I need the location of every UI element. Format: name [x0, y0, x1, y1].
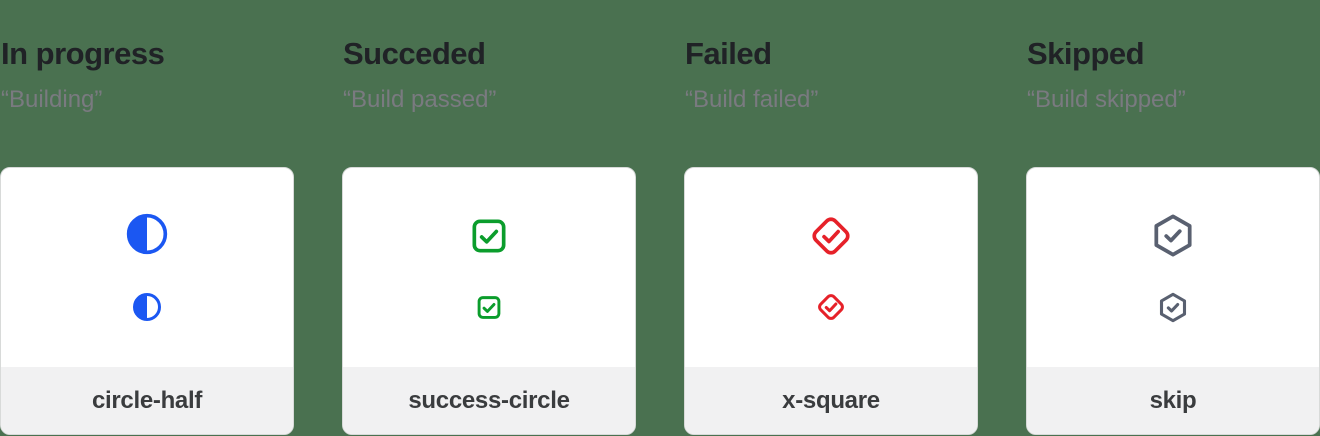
column-subtitle: “Build passed” — [343, 86, 497, 113]
column-title: Succeded — [343, 36, 486, 71]
column-title: Failed — [685, 36, 772, 71]
card-footer: circle-half — [1, 367, 293, 434]
card-footer: x-square — [685, 367, 977, 434]
icon-card-skip: skip — [1026, 167, 1320, 435]
check-diamond-icon-small — [816, 292, 846, 322]
column-title: Skipped — [1027, 36, 1145, 71]
check-diamond-icon — [809, 214, 853, 258]
check-square-icon — [469, 216, 509, 256]
status-column-succeded: Succeded “Build passed” success-circle — [342, 0, 636, 436]
icon-card-circle-half: circle-half — [0, 167, 294, 435]
icon-name-label: success-circle — [408, 386, 570, 414]
icon-name-label: x-square — [782, 386, 880, 414]
card-footer: skip — [1027, 367, 1319, 434]
status-column-in-progress: In progress “Building” circle-half — [0, 0, 294, 436]
icon-name-label: circle-half — [91, 386, 203, 414]
column-subtitle: “Build failed” — [685, 86, 819, 113]
column-subtitle: “Build skipped” — [1027, 86, 1186, 113]
status-column-failed: Failed “Build failed” x-square — [684, 0, 978, 436]
check-hexagon-icon — [1151, 213, 1196, 258]
icon-card-x-square: x-square — [684, 167, 978, 435]
check-square-icon-small — [476, 294, 503, 321]
circle-half-icon — [125, 212, 169, 256]
column-title: In progress — [1, 36, 165, 71]
circle-half-icon-small — [132, 292, 162, 322]
icon-card-success-circle: success-circle — [342, 167, 636, 435]
card-footer: success-circle — [343, 367, 635, 434]
column-subtitle: “Building” — [1, 86, 103, 113]
status-column-skipped: Skipped “Build skipped” skip — [1026, 0, 1320, 436]
icon-name-label: skip — [1149, 386, 1197, 414]
check-hexagon-icon-small — [1158, 292, 1189, 323]
